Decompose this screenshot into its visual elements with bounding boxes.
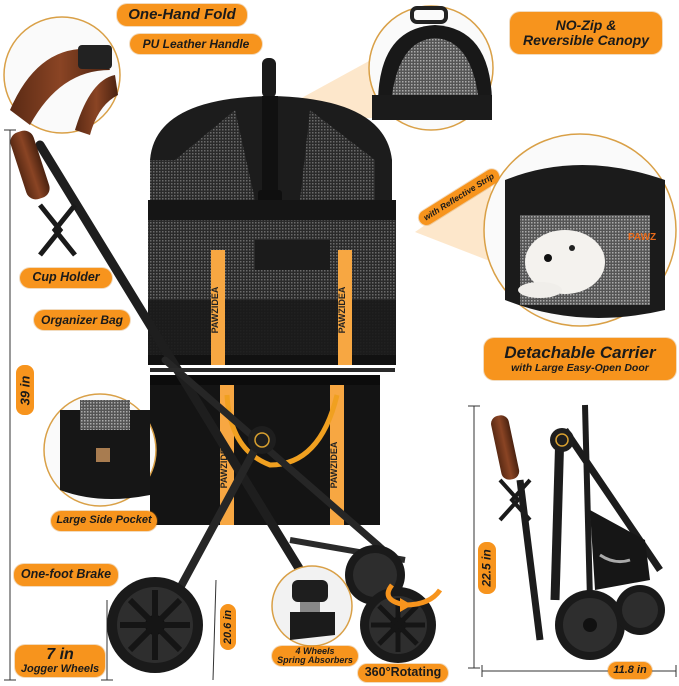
wheel-size-label: Jogger Wheels <box>20 662 100 675</box>
carrier-subtitle-text: with Large Easy-Open Door <box>511 362 649 375</box>
total-height-label: 39 in <box>16 365 34 415</box>
carrier-closeup-inset: PAWZ <box>483 133 677 327</box>
large-side-pocket-text: Large Side Pocket <box>56 514 152 527</box>
wheel-size-value: 7 in <box>46 645 74 663</box>
front-wheel <box>360 587 436 663</box>
spring-line1-text: 4 Wheels <box>295 645 335 656</box>
pu-leather-handle-text: PU Leather Handle <box>142 36 250 51</box>
strap-text-2: PAWZIDEA <box>337 286 347 333</box>
strap-text-4: PAWZIDEA <box>329 441 339 488</box>
spring-closeup-inset <box>271 565 353 647</box>
seat-height-measure-line <box>212 579 217 681</box>
carrier-beam <box>415 180 500 265</box>
pu-leather-handle-label: PU Leather Handle <box>130 34 262 54</box>
strap-text-1: PAWZIDEA <box>210 286 220 333</box>
rotating-text: 360°Rotating <box>364 665 442 680</box>
spring-absorbers-label: 4 Wheels Spring Absorbers <box>272 646 358 666</box>
canopy-closeup-inset <box>368 5 494 131</box>
rear-wheel <box>107 577 203 673</box>
large-side-pocket-label: Large Side Pocket <box>51 511 157 531</box>
organizer-bag-text: Organizer Bag <box>40 312 124 327</box>
seat-height-text: 20.6 in <box>222 609 234 645</box>
main-stroller: PAWZIDEA PAWZIDEA PAWZIDEA PAWZIDEA <box>10 58 443 673</box>
folded-stroller <box>491 404 665 660</box>
folded-width-label: 11.8 in <box>608 662 652 679</box>
strap-text-3: PAWZIDEA <box>219 441 229 488</box>
carrier-brand-text: PAWZ <box>628 232 656 243</box>
canopy-line1-text: NO-Zip & <box>555 17 617 34</box>
one-foot-brake-text: One-foot Brake <box>20 567 112 582</box>
one-hand-fold-label: One-Hand Fold <box>117 4 247 26</box>
jogger-wheels-label: 7 in Jogger Wheels <box>15 645 105 677</box>
seat-height-label: 20.6 in <box>220 604 236 650</box>
detachable-carrier-label: Detachable Carrier with Large Easy-Open … <box>484 338 676 380</box>
one-foot-brake-label: One-foot Brake <box>14 564 118 586</box>
canopy-label: NO-Zip & Reversible Canopy <box>510 12 662 54</box>
cup-holder-label: Cup Holder <box>20 268 112 288</box>
wheel-measure-line <box>101 600 113 681</box>
handle-closeup-inset <box>3 16 121 135</box>
folded-height-text: 22.5 in <box>480 549 495 587</box>
folded-height-label: 22.5 in <box>478 542 496 594</box>
carrier-title-text: Detachable Carrier <box>504 342 656 362</box>
organizer-bag-label: Organizer Bag <box>34 310 130 330</box>
cup-holder-text: Cup Holder <box>32 270 100 285</box>
height-measure-line <box>4 129 16 681</box>
rotating-label: 360°Rotating <box>358 664 448 682</box>
total-height-text: 39 in <box>17 375 33 405</box>
folded-height-measure-line <box>468 405 480 669</box>
spring-line2-text: Spring Absorbers <box>277 655 353 665</box>
canopy-line2-text: Reversible Canopy <box>522 32 650 48</box>
folded-width-text: 11.8 in <box>613 663 647 676</box>
side-pocket-closeup-inset <box>43 393 157 507</box>
one-hand-fold-text: One-Hand Fold <box>128 6 236 24</box>
